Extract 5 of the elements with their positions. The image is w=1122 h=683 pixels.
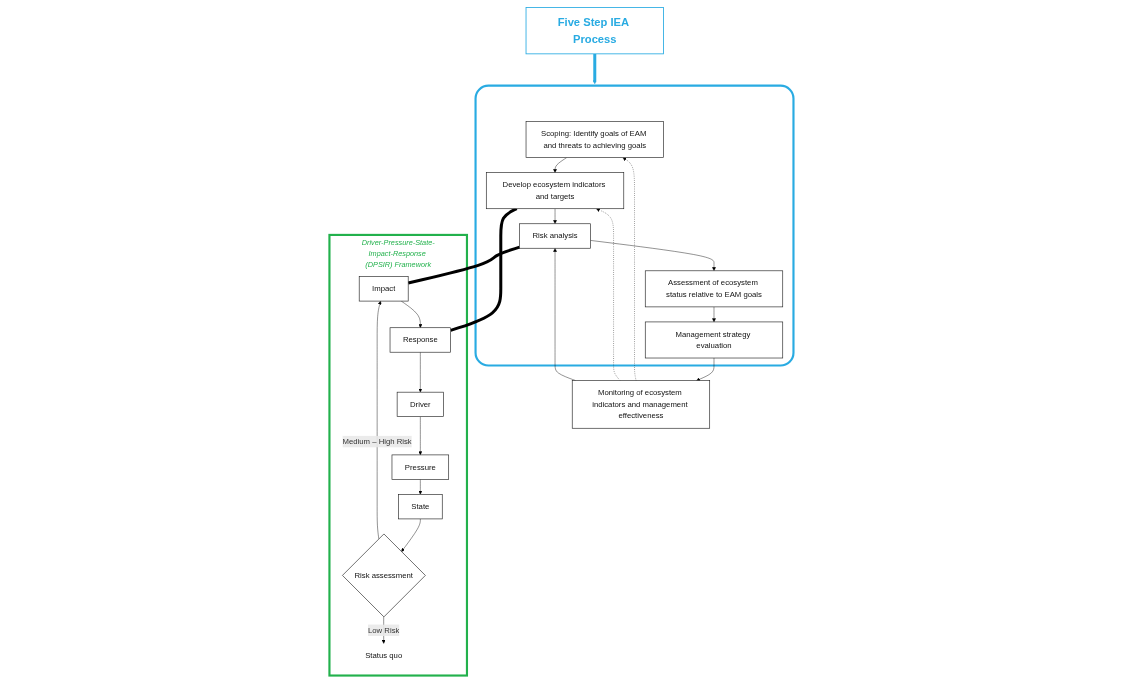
arrow bbox=[592, 53, 597, 85]
connector bbox=[407, 245, 520, 285]
node-box: Five Step IEA Process bbox=[525, 7, 664, 55]
connector bbox=[449, 207, 517, 332]
cluster bbox=[474, 84, 795, 367]
